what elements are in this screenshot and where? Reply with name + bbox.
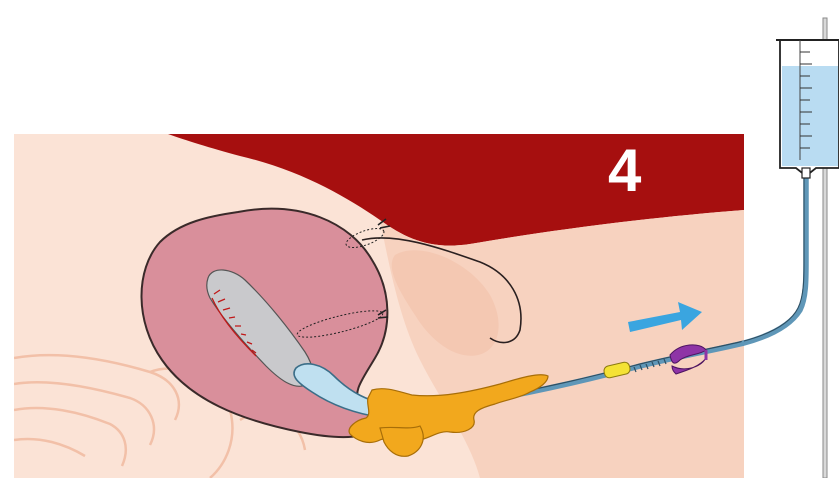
irrigation-tube (744, 170, 806, 343)
irrigation-reservoir (776, 40, 839, 178)
anatomy-panel: 4 (14, 134, 744, 478)
step-number-badge: 4 (608, 137, 642, 204)
reservoir-fluid-level (782, 66, 838, 166)
